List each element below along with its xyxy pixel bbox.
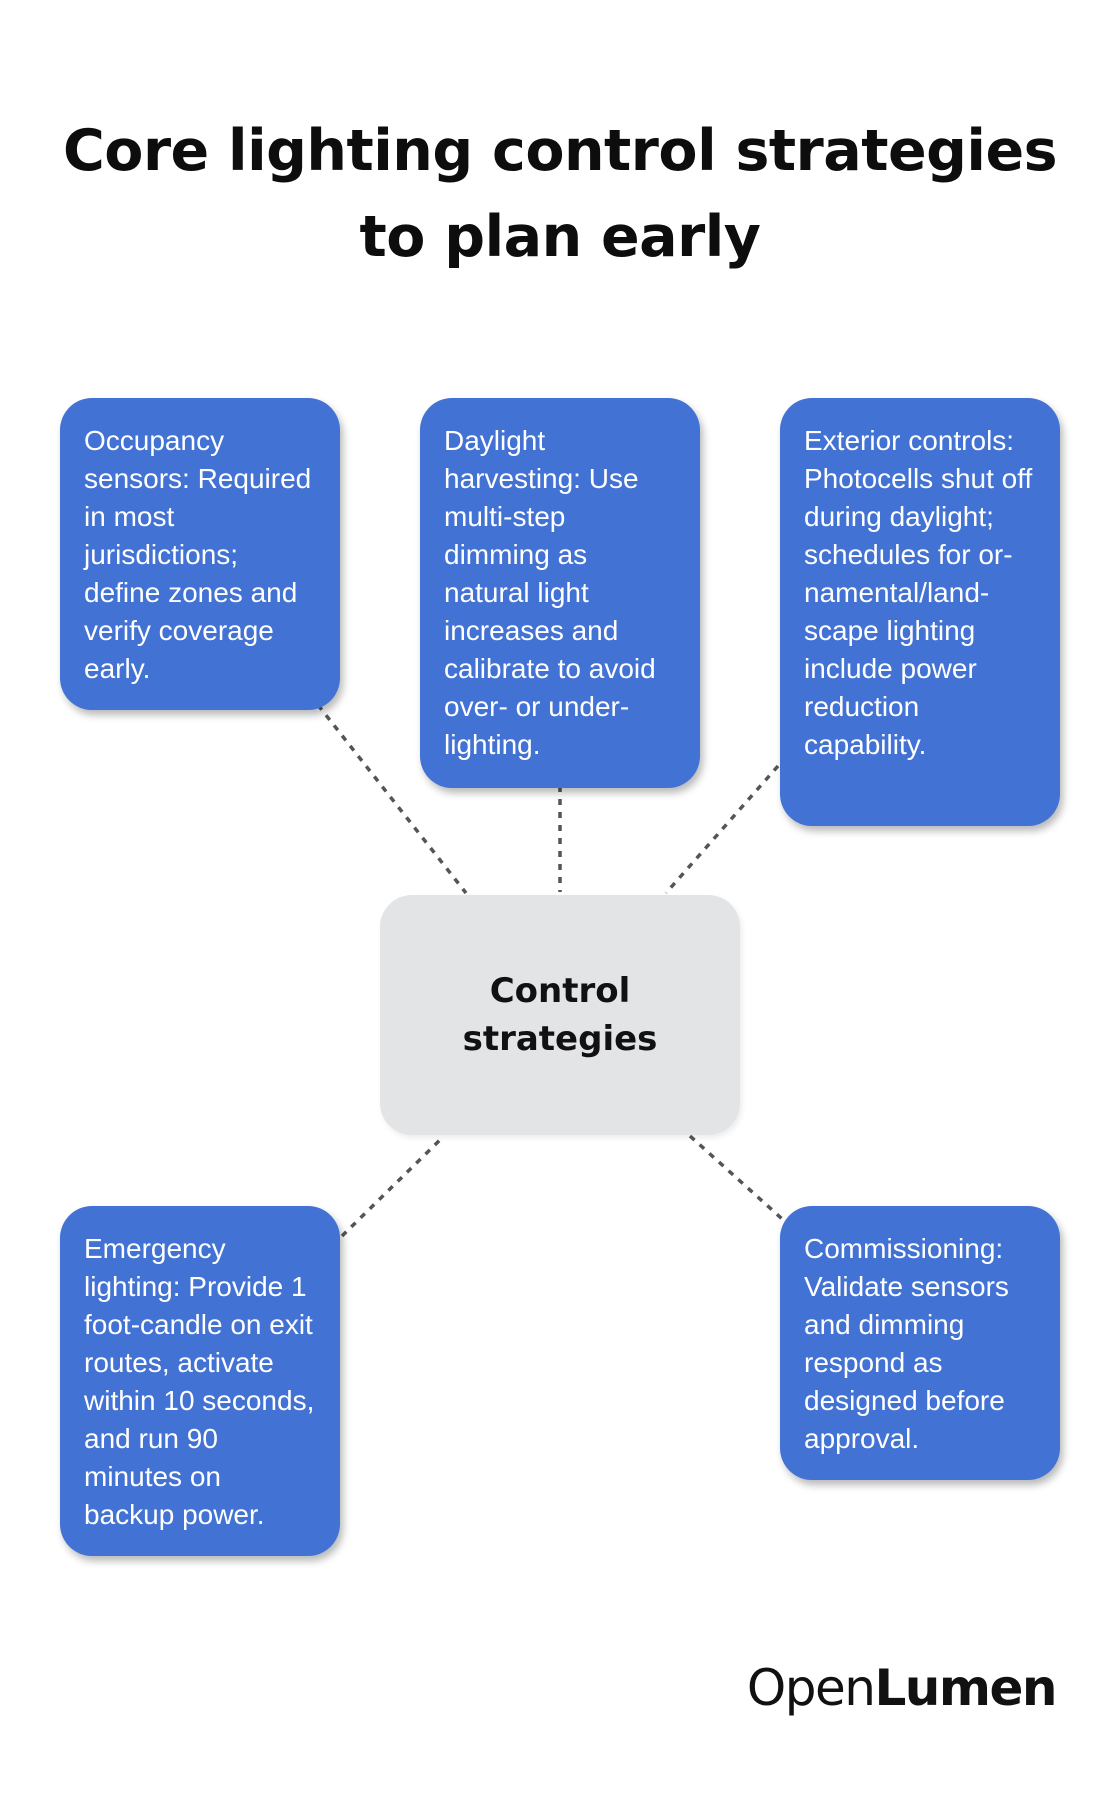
strategy-card-exterior: Exterior controls: Photocells shut off d… — [780, 398, 1060, 826]
strategy-card-occupancy: Occupancy sensors: Required in most juri… — [60, 398, 340, 710]
hub-label: Control strategies — [462, 971, 658, 1059]
strategy-card-text: Daylight harvesting: Use multi-step dimm… — [444, 425, 656, 760]
brand-logo-part-lumen: Lumen — [874, 1659, 1057, 1717]
page-title: Core lighting control strategies to plan… — [62, 118, 1058, 270]
strategy-card-commissioning: Commissioning: Validate sensors and dimm… — [780, 1206, 1060, 1480]
strategy-card-text: Commissioning: Validate sensors and dimm… — [804, 1233, 1009, 1454]
hub-node: Control strategies — [380, 895, 740, 1135]
strategy-card-daylight: Daylight harvesting: Use multi-step dimm… — [420, 398, 700, 788]
strategy-card-text: Emergency lighting: Provide 1 foot-candl… — [84, 1233, 315, 1530]
brand-logo: OpenLumen — [746, 1658, 1058, 1718]
strategy-card-emergency: Emergency lighting: Provide 1 foot-candl… — [60, 1206, 340, 1556]
strategy-card-text: Exterior controls: Photocells shut off d… — [804, 425, 1033, 760]
connector-exterior — [664, 764, 780, 895]
strategy-card-text: Occupancy sensors: Required in most juri… — [84, 425, 312, 684]
connector-emergency — [340, 1134, 446, 1238]
connector-commissioning — [688, 1134, 792, 1228]
connector-occupancy — [316, 703, 468, 895]
brand-logo-part-open: Open — [746, 1659, 876, 1717]
